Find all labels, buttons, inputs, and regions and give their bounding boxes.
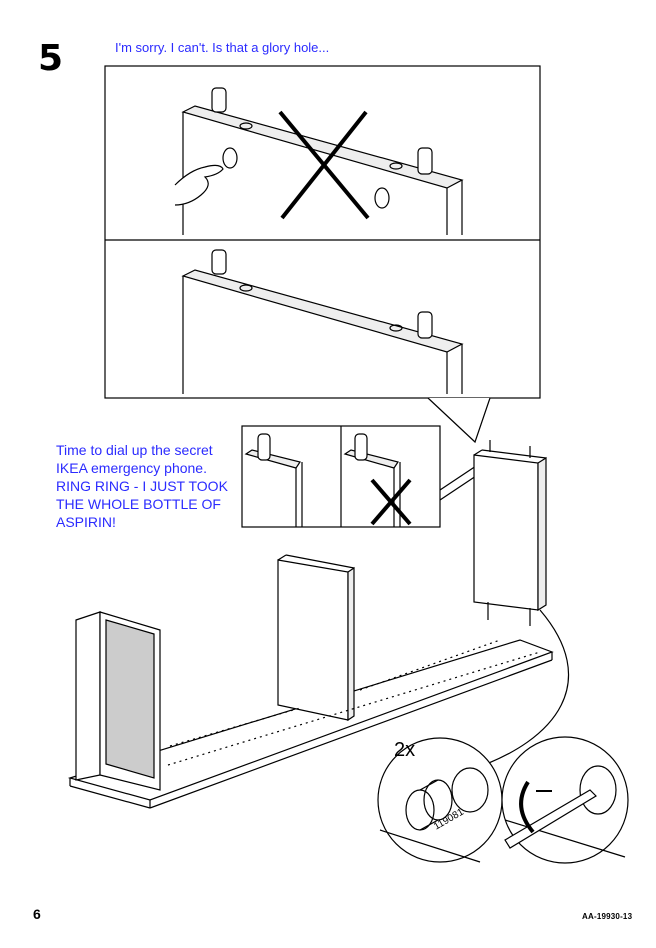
- caption-top: I'm sorry. I can't. Is that a glory hole…: [115, 40, 330, 55]
- screwdriver-detail: [501, 736, 629, 864]
- caption-line: ASPIRIN!: [56, 514, 116, 530]
- document-code: AA-19930-13: [582, 912, 633, 921]
- caption-line: THE WHOLE BOTTLE OF: [56, 496, 221, 512]
- caption-line: Time to dial up the secret: [56, 442, 213, 458]
- side-panel: [473, 440, 547, 626]
- page-number: 6: [33, 906, 41, 922]
- panel-correct-orientation: [181, 249, 464, 394]
- detail-box-small: [241, 425, 477, 528]
- base-frame: [67, 554, 569, 809]
- step-number: 5: [38, 38, 64, 79]
- quantity-label: 2x: [394, 739, 416, 761]
- cam-lock-detail: [377, 737, 503, 863]
- detail-box-top: [104, 65, 541, 444]
- panel-wrong-orientation: [174, 87, 464, 235]
- caption-line: IKEA emergency phone.: [56, 460, 207, 476]
- caption-side: Time to dial up the secret IKEA emergenc…: [56, 441, 246, 531]
- caption-line: RING RING - I JUST TOOK: [56, 478, 228, 494]
